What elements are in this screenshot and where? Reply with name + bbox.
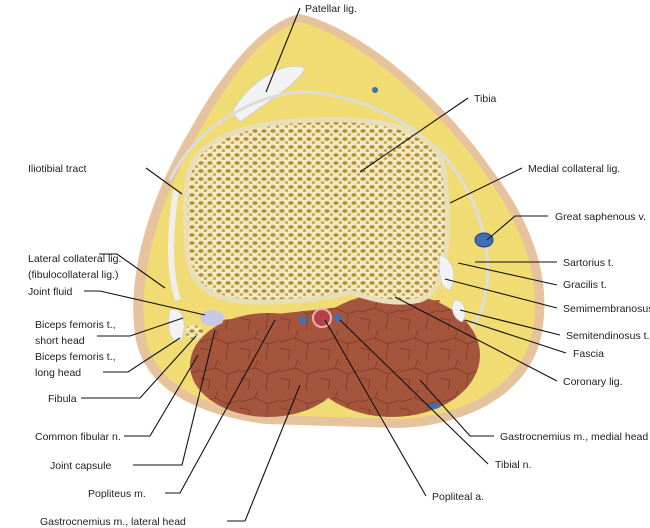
label-biceps-long-head: Biceps femoris t., bbox=[35, 351, 116, 363]
label-gastrocnemius-medial-head: Gastrocnemius m., medial head bbox=[500, 431, 648, 443]
label-semimembranosus-t: Semimembranosus t. bbox=[563, 303, 650, 315]
popliteal-artery bbox=[312, 308, 332, 328]
label-tibia: Tibia bbox=[474, 93, 497, 105]
deep-fascia bbox=[168, 90, 490, 331]
label-lateral-collateral-lig-2: (fibulocollateral lig.) bbox=[28, 269, 118, 281]
label-sartorius-t: Sartorius t. bbox=[563, 257, 614, 269]
label-joint-capsule: Joint capsule bbox=[50, 460, 111, 472]
leader-lines bbox=[81, 7, 567, 522]
popliteal-vein bbox=[299, 316, 307, 324]
biceps-tendons bbox=[168, 308, 185, 342]
small-saphenous-vein bbox=[428, 403, 440, 409]
label-fascia: Fascia bbox=[573, 348, 604, 360]
label-great-saphenous-v: Great saphenous v. bbox=[555, 211, 646, 223]
joint-fluid bbox=[200, 310, 224, 326]
iliotibial-tract bbox=[168, 189, 181, 301]
label-common-fibular-n: Common fibular n. bbox=[35, 431, 121, 443]
label-medial-collateral-lig: Medial collateral lig. bbox=[528, 163, 620, 175]
label-biceps-short-head: Biceps femoris t., bbox=[35, 319, 116, 331]
small-vein bbox=[372, 87, 378, 93]
patellar-ligament bbox=[231, 66, 306, 123]
label-lateral-collateral-lig: Lateral collateral lig. bbox=[28, 253, 121, 265]
label-joint-fluid: Joint fluid bbox=[28, 286, 73, 298]
label-popliteal-a: Popliteal a. bbox=[432, 491, 484, 503]
medial-tendons bbox=[439, 254, 466, 323]
label-iliotibial-tract: Iliotibial tract bbox=[28, 163, 86, 175]
label-biceps-long-head-2: long head bbox=[35, 367, 81, 379]
label-gastrocnemius-lateral-head: Gastrocnemius m., lateral head bbox=[40, 516, 186, 528]
label-tibial-n: Tibial n. bbox=[495, 459, 531, 471]
great-saphenous-vein bbox=[474, 232, 494, 248]
fibula-bone bbox=[185, 325, 203, 339]
label-coronary-lig: Coronary lig. bbox=[563, 376, 623, 388]
label-gracilis-t: Gracilis t. bbox=[563, 279, 607, 291]
label-popliteus-m: Popliteus m. bbox=[88, 488, 146, 500]
label-biceps-short-head-2: short head bbox=[35, 335, 85, 347]
label-fibula: Fibula bbox=[48, 393, 77, 405]
tibia-bone bbox=[183, 117, 450, 305]
label-patellar-lig: Patellar lig. bbox=[305, 3, 357, 15]
label-semitendinosus-t: Semitendinosus t. bbox=[566, 330, 649, 342]
